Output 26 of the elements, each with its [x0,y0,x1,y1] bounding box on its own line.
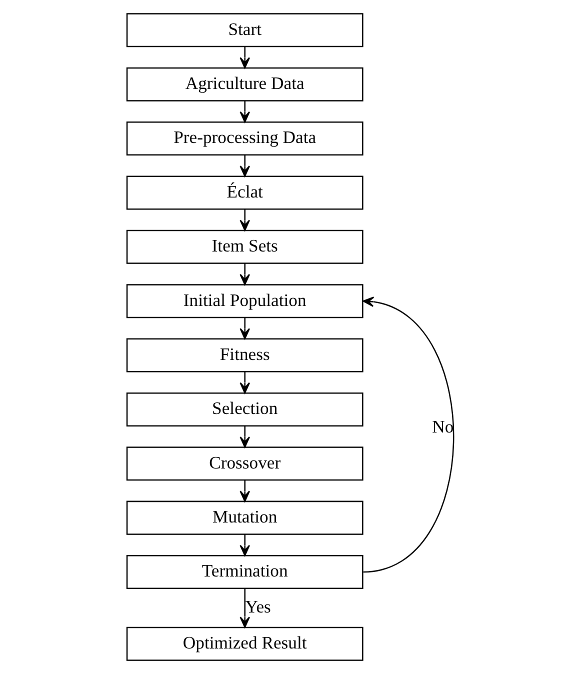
node-box: Fitness [126,338,363,372]
edge-label: No [432,416,454,436]
node-box: Éclat [126,176,363,210]
edge-label: Yes [244,596,270,617]
node-box: Agriculture Data [126,67,363,102]
node-box: Start [126,13,363,48]
arrow [239,155,250,177]
node-box: Item Sets [126,230,363,264]
node-box: Selection [126,392,363,426]
node-box: Termination [126,555,363,590]
node-box: Mutation [126,500,363,535]
node-box: Pre-processing Data [126,122,363,156]
arrow [239,372,250,394]
arrow [239,480,250,502]
arrow [239,100,250,123]
arrow [239,46,250,68]
arrow [239,534,250,556]
arrow [239,588,250,628]
node-box: Initial Population [126,284,363,318]
node-box: Optimized Result [126,626,363,661]
arrow [239,263,250,286]
arrow [239,209,250,231]
arrow [362,296,454,573]
arrow [239,318,250,340]
node-box: Crossover [126,446,363,481]
arrow [239,426,250,448]
